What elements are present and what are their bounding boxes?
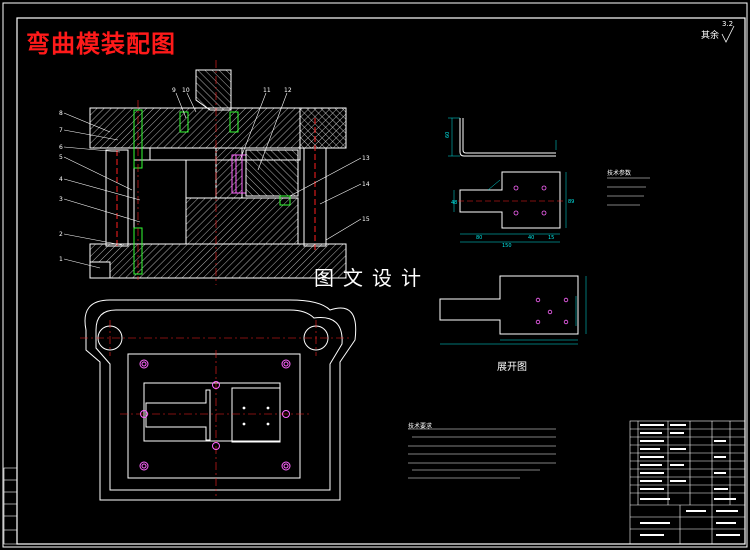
- requirements-heading: 技术要求: [408, 423, 433, 430]
- title-block-fill: [640, 424, 740, 536]
- part-number-2: 2: [59, 231, 63, 238]
- part-number-15: 15: [362, 216, 370, 223]
- dim-flat-right-h: 89: [568, 199, 574, 205]
- drawing-title: 弯曲模装配图: [26, 30, 176, 58]
- unfold-holes: [535, 297, 569, 325]
- part-number-8: 8: [59, 110, 63, 117]
- part-number-11: 11: [263, 87, 271, 94]
- tech-params-heading: 技术参数: [607, 170, 632, 177]
- unfold-dims: [440, 276, 587, 345]
- side-strip: [3, 467, 18, 545]
- plan-view: [84, 299, 357, 501]
- part-number-9: 9: [172, 87, 176, 94]
- title-block: [629, 420, 746, 545]
- part-number-10: 10: [182, 87, 190, 94]
- requirements-lines: [408, 428, 556, 479]
- roughness-symbol-icon: [721, 25, 735, 43]
- part-number-labels: 1 2 3 4 5 6 7 8 9 10 11 12 13 14 15: [59, 87, 370, 263]
- dim-flat-right: 15: [548, 235, 554, 241]
- dim-flat-total: 150: [502, 243, 512, 249]
- bent-part-side: 60: [445, 117, 557, 157]
- part-number-12: 12: [284, 87, 292, 94]
- roughness-label: 其余: [701, 31, 720, 41]
- part-number-1: 1: [59, 256, 63, 263]
- plan-small-holes: [242, 406, 270, 426]
- flat-blank-dim-text: 80 40 15 150 48 89: [451, 199, 574, 249]
- inner-frame: [16, 17, 746, 545]
- dim-flat-mid: 40: [528, 235, 534, 241]
- watermark-text: 图文设计: [314, 266, 430, 290]
- part-number-5: 5: [59, 154, 63, 161]
- front-section-view: [89, 60, 347, 285]
- part-number-13: 13: [362, 155, 370, 162]
- unfold-label: 展开图: [497, 362, 527, 373]
- part-number-3: 3: [59, 196, 63, 203]
- part-leaders: [63, 92, 362, 269]
- flat-blank: [458, 171, 565, 229]
- part-number-14: 14: [362, 181, 370, 188]
- dim-bend-height: 60: [445, 132, 451, 138]
- unfold-view: [439, 275, 579, 335]
- part-number-7: 7: [59, 127, 63, 134]
- dim-flat-left: 80: [476, 235, 482, 241]
- roughness-value: 3.2: [722, 20, 734, 28]
- part-number-6: 6: [59, 144, 63, 151]
- plan-holes: [139, 359, 291, 471]
- tech-note-lines: [607, 177, 650, 206]
- flat-blank-holes: [513, 185, 547, 216]
- plan-center-lines: [80, 320, 350, 496]
- dim-flat-height: 48: [451, 200, 457, 206]
- flat-blank-dims: [453, 172, 567, 243]
- part-number-4: 4: [59, 176, 63, 183]
